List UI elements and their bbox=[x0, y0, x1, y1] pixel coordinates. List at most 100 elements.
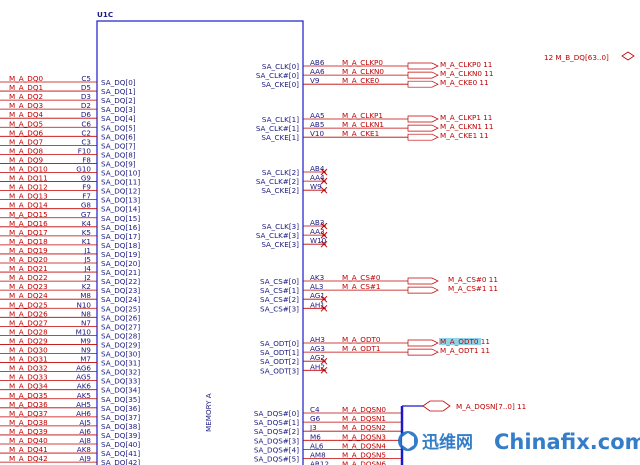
pin-signal: SA_DQ[26] bbox=[101, 313, 140, 322]
net-name: M_A_DQ42 bbox=[9, 454, 48, 463]
ball-number: AH2 bbox=[310, 362, 325, 371]
ball-number: AR12 bbox=[310, 460, 329, 465]
ball-number: AJ8 bbox=[79, 436, 91, 445]
ball-number: AH1 bbox=[310, 300, 325, 309]
pin-signal: SA_DQS#[6] bbox=[254, 464, 299, 465]
net-name: M_A_DQ12 bbox=[9, 183, 48, 192]
net-name: M_A_DQ17 bbox=[9, 228, 48, 237]
net-name: M_A_DQ1 bbox=[9, 83, 43, 92]
pin-signal: SA_DQ[12] bbox=[101, 187, 140, 196]
ball-number: J1 bbox=[83, 246, 91, 255]
net-name: M_A_DQ29 bbox=[9, 336, 48, 345]
net-name: M_A_DQ24 bbox=[9, 291, 48, 300]
pin-signal: SA_DQS#[3] bbox=[254, 436, 299, 445]
ball-number: N8 bbox=[81, 309, 91, 318]
net-name: M_A_CLKP0 bbox=[342, 58, 383, 67]
component-label: MEMORY A bbox=[204, 393, 213, 432]
dqsn-bus-label: M_A_DQSN[7..0] 11 bbox=[456, 402, 526, 411]
pin-signal: SA_CKE[3] bbox=[261, 240, 299, 249]
net-name: M_A_DQ10 bbox=[9, 165, 48, 174]
port-label: M_A_CKE0 11 bbox=[440, 78, 489, 87]
net-name: M_A_DQ0 bbox=[9, 74, 43, 83]
net-name: M_A_DQ41 bbox=[9, 445, 48, 454]
port-label: M_A_ODT1 11 bbox=[440, 346, 490, 355]
port-arrow bbox=[407, 339, 439, 347]
net-name: M_A_DQSN6 bbox=[342, 460, 386, 465]
ball-number: AB6 bbox=[310, 58, 325, 67]
right-pin: SA_CS#[3] AH1 bbox=[260, 300, 328, 313]
right-pin: SA_CS#[2]AG1 bbox=[260, 291, 328, 304]
pin-signal: SA_CLK#[1] bbox=[256, 124, 299, 133]
port-arrow bbox=[407, 71, 439, 79]
net-name: M_A_DQ21 bbox=[9, 264, 48, 273]
pin-signal: SA_DQ[27] bbox=[101, 322, 140, 331]
pin-signal: SA_DQ[42] bbox=[101, 458, 140, 465]
port-arrow bbox=[407, 348, 439, 356]
pin-signal: SA_DQ[33] bbox=[101, 377, 140, 386]
ball-number: AL3 bbox=[310, 282, 324, 291]
pin-signal: SA_DQ[40] bbox=[101, 440, 140, 449]
net-name: M_A_DQ7 bbox=[9, 137, 43, 146]
net-name: M_A_DQ22 bbox=[9, 273, 48, 282]
net-name: M_A_DQSN2 bbox=[342, 423, 386, 432]
pin-signal: SA_CS#[2] bbox=[260, 295, 299, 304]
right-pin: SA_CKE[3]W10 bbox=[261, 236, 328, 249]
bus-label-m-b-dq: 12 M_B_DQ[63..0] bbox=[544, 53, 609, 62]
highlight-odt0 bbox=[439, 338, 481, 345]
pin-signal: SA_CS#[3] bbox=[260, 304, 299, 313]
net-name: M_A_DQ16 bbox=[9, 219, 48, 228]
net-name: M_A_CS#1 bbox=[342, 282, 380, 291]
net-name: M_A_DQ13 bbox=[9, 192, 48, 201]
ball-number: F8 bbox=[82, 155, 91, 164]
net-name: M_A_CLKP1 bbox=[342, 111, 383, 120]
net-name: M_A_DQ8 bbox=[9, 146, 43, 155]
right-pin: SA_ODT[2]AG2 bbox=[260, 353, 328, 366]
ball-number: D2 bbox=[81, 101, 91, 110]
pin-signal: SA_DQ[19] bbox=[101, 250, 140, 259]
ball-number: D5 bbox=[81, 83, 91, 92]
ball-number: M10 bbox=[76, 327, 92, 336]
component-ref: U1C bbox=[97, 10, 113, 19]
ball-number: AG2 bbox=[310, 353, 325, 362]
pin-signal: SA_DQ[28] bbox=[101, 331, 140, 340]
pin-signal: SA_DQS#[4] bbox=[254, 445, 299, 454]
pin-signal: SA_CLK#[3] bbox=[256, 231, 299, 240]
ball-number: AL6 bbox=[310, 441, 324, 450]
port-label: M_A_CKE1 11 bbox=[440, 131, 489, 140]
pin-signal: SA_DQ[20] bbox=[101, 259, 140, 268]
pin-signal: SA_DQ[14] bbox=[101, 205, 140, 214]
pin-signal: SA_DQ[38] bbox=[101, 422, 140, 431]
ball-number: M9 bbox=[80, 336, 91, 345]
ball-number: AK6 bbox=[77, 382, 92, 391]
ball-number: AJ5 bbox=[79, 418, 91, 427]
pin-signal: SA_CKE[0] bbox=[261, 80, 299, 89]
pin-signal: SA_DQ[39] bbox=[101, 431, 140, 440]
ball-number: J3 bbox=[309, 423, 317, 432]
ball-number: AH6 bbox=[76, 409, 91, 418]
ball-number: K2 bbox=[82, 282, 91, 291]
ball-number: G7 bbox=[81, 210, 91, 219]
pin-signal: SA_DQ[34] bbox=[101, 386, 140, 395]
port-label: M_A_CLKP1 11 bbox=[440, 113, 492, 122]
port-arrow bbox=[407, 286, 439, 294]
port-arrow bbox=[407, 62, 439, 70]
ball-number: AB3 bbox=[310, 218, 324, 227]
